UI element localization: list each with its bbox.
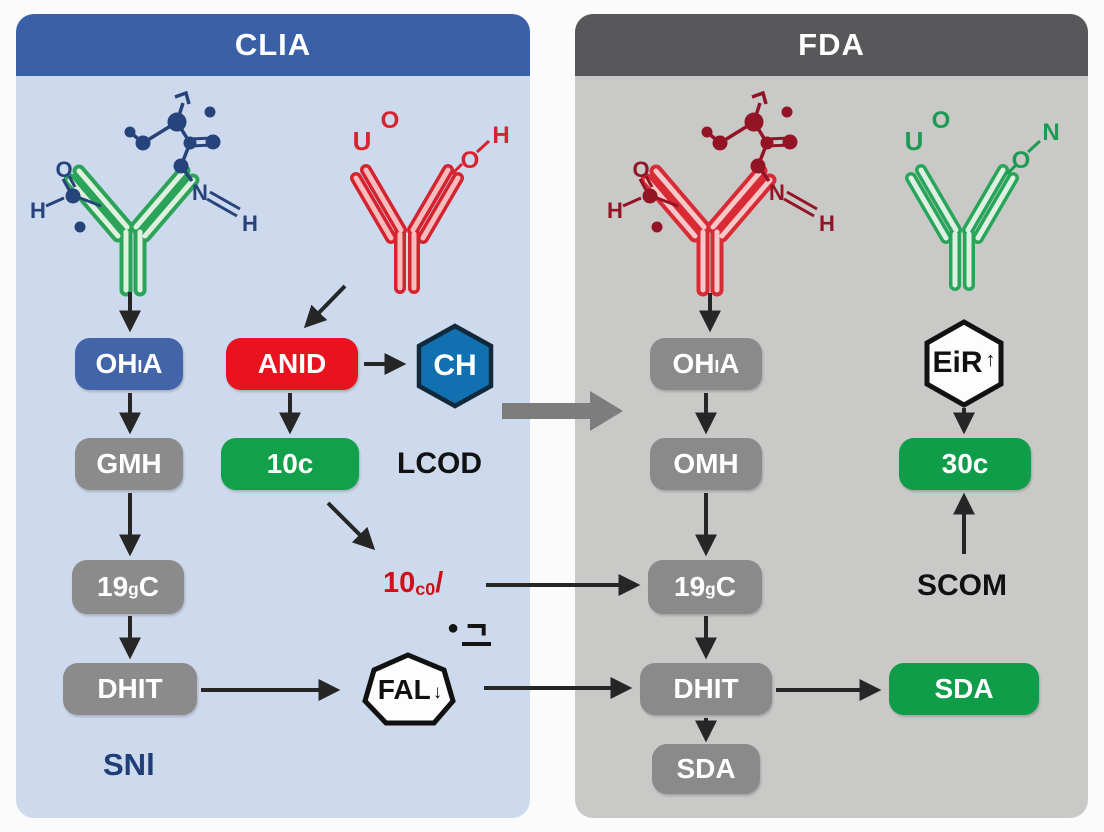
node-omh-label: OMH (673, 448, 739, 479)
node-19gc-r-label-post: C (715, 571, 736, 602)
fda-header: FDA (575, 14, 1088, 76)
green-antibody-o-label: O (932, 107, 951, 134)
node-19gc-r-label-pre: 19 (674, 571, 706, 602)
antibody-green-right-icon: U O O N (905, 107, 1060, 291)
red-antibody-h-label: H (492, 122, 509, 149)
red-antibody-u-label: U (353, 126, 372, 156)
red-antibody-o-label: O (381, 107, 400, 134)
node-omh: OMH (650, 438, 762, 490)
node-anid-label: ANID (257, 348, 327, 379)
dot-hook-annotation: ● ¬ (447, 608, 492, 646)
node-10c: 10c (221, 438, 359, 490)
molecule-r-o-label: O (632, 157, 649, 182)
antibody-red-right-icon (640, 164, 777, 297)
red-antibody-o2-label: O (461, 147, 480, 174)
node-dhit-r: DHIT (640, 663, 772, 715)
arrow-antibody-to-anid (303, 284, 347, 329)
green-antibody-o2-label: O (1012, 147, 1031, 174)
hexagon-eir (924, 319, 1004, 408)
molecule-r-h-label: H (607, 198, 623, 223)
label-lcod: LCOD (397, 447, 482, 480)
node-dhit-label: DHIT (97, 673, 163, 704)
node-gmh: GMH (75, 438, 183, 490)
node-sda-gray: SDA (652, 744, 760, 794)
dot-icon: ● (447, 617, 460, 639)
node-fal-label: FAL (377, 674, 431, 705)
node-19gc-label-pre: 19 (97, 571, 129, 602)
node-ch: CH (421, 341, 489, 391)
hexagon-ch (416, 323, 494, 409)
eir-up-arrow-icon: ↑ (985, 348, 996, 371)
clia-title: CLIA (234, 27, 312, 62)
green-antibody-n-label: N (1042, 119, 1059, 146)
molecule-r-h2-label: H (819, 211, 835, 236)
node-30c: 30c (899, 438, 1031, 490)
label-10c0-sub: c0 (415, 579, 436, 600)
green-antibody-u-label: U (905, 126, 924, 156)
node-10c-label: 10c (266, 448, 314, 479)
node-sda-green: SDA (889, 663, 1039, 715)
label-scom: SCOM (917, 569, 1007, 602)
node-19gc-label-post: C (138, 571, 159, 602)
label-10c0-pre: 10 (383, 567, 416, 599)
molecule-darkred-icon: O H N H (607, 90, 835, 236)
node-eir: EiR ↑ (925, 337, 1003, 389)
clia-header: CLIA (16, 14, 530, 76)
arrow-10c-to-10c0 (326, 501, 376, 551)
label-snl: SNl (103, 747, 155, 782)
fda-title: FDA (798, 27, 865, 62)
node-ohia-r-label-post: A (719, 348, 740, 379)
node-19gc-label-sub: g (128, 579, 139, 600)
node-fal: FAL ↓ (368, 666, 452, 714)
node-ohia-r-label-sub: I (714, 356, 720, 377)
node-30c-label: 30c (941, 448, 989, 479)
node-dhit-r-label: DHIT (673, 673, 739, 704)
node-gmh-label: GMH (96, 448, 162, 479)
label-10c0-post: / (435, 567, 444, 599)
molecule-h2-label: H (242, 211, 258, 236)
node-sda-gray-label: SDA (676, 753, 736, 784)
molecule-o-label: O (55, 157, 72, 182)
panel-transfer-arrow (502, 391, 623, 431)
heptagon-fal (362, 652, 456, 726)
node-sda-green-label: SDA (934, 673, 994, 704)
hook-icon: ¬ (462, 608, 492, 646)
label-10c0: 10c0/ (383, 567, 443, 600)
molecule-r-n-label: N (769, 180, 785, 205)
node-ohia-r-label-pre: OH (672, 348, 715, 379)
node-ohia-label-pre: OH (95, 348, 138, 379)
antibody-red-icon: U O O H (350, 107, 510, 294)
node-dhit: DHIT (63, 663, 197, 715)
node-19gc-r-label-sub: g (705, 579, 716, 600)
molecule-navy-icon: O H N H (30, 90, 258, 236)
fal-down-arrow-icon: ↓ (432, 682, 443, 703)
right-panel-arrows (695, 293, 975, 743)
node-ohia-label-post: A (142, 348, 163, 379)
antibody-green-icon (63, 164, 200, 297)
left-panel-arrows (119, 284, 641, 701)
molecule-n-label: N (192, 180, 208, 205)
node-ohia-label-sub: I (137, 356, 143, 377)
node-anid: ANID (226, 338, 358, 390)
molecule-h-label: H (30, 198, 46, 223)
node-ch-label: CH (433, 349, 477, 382)
node-eir-label: EiR (932, 346, 983, 379)
